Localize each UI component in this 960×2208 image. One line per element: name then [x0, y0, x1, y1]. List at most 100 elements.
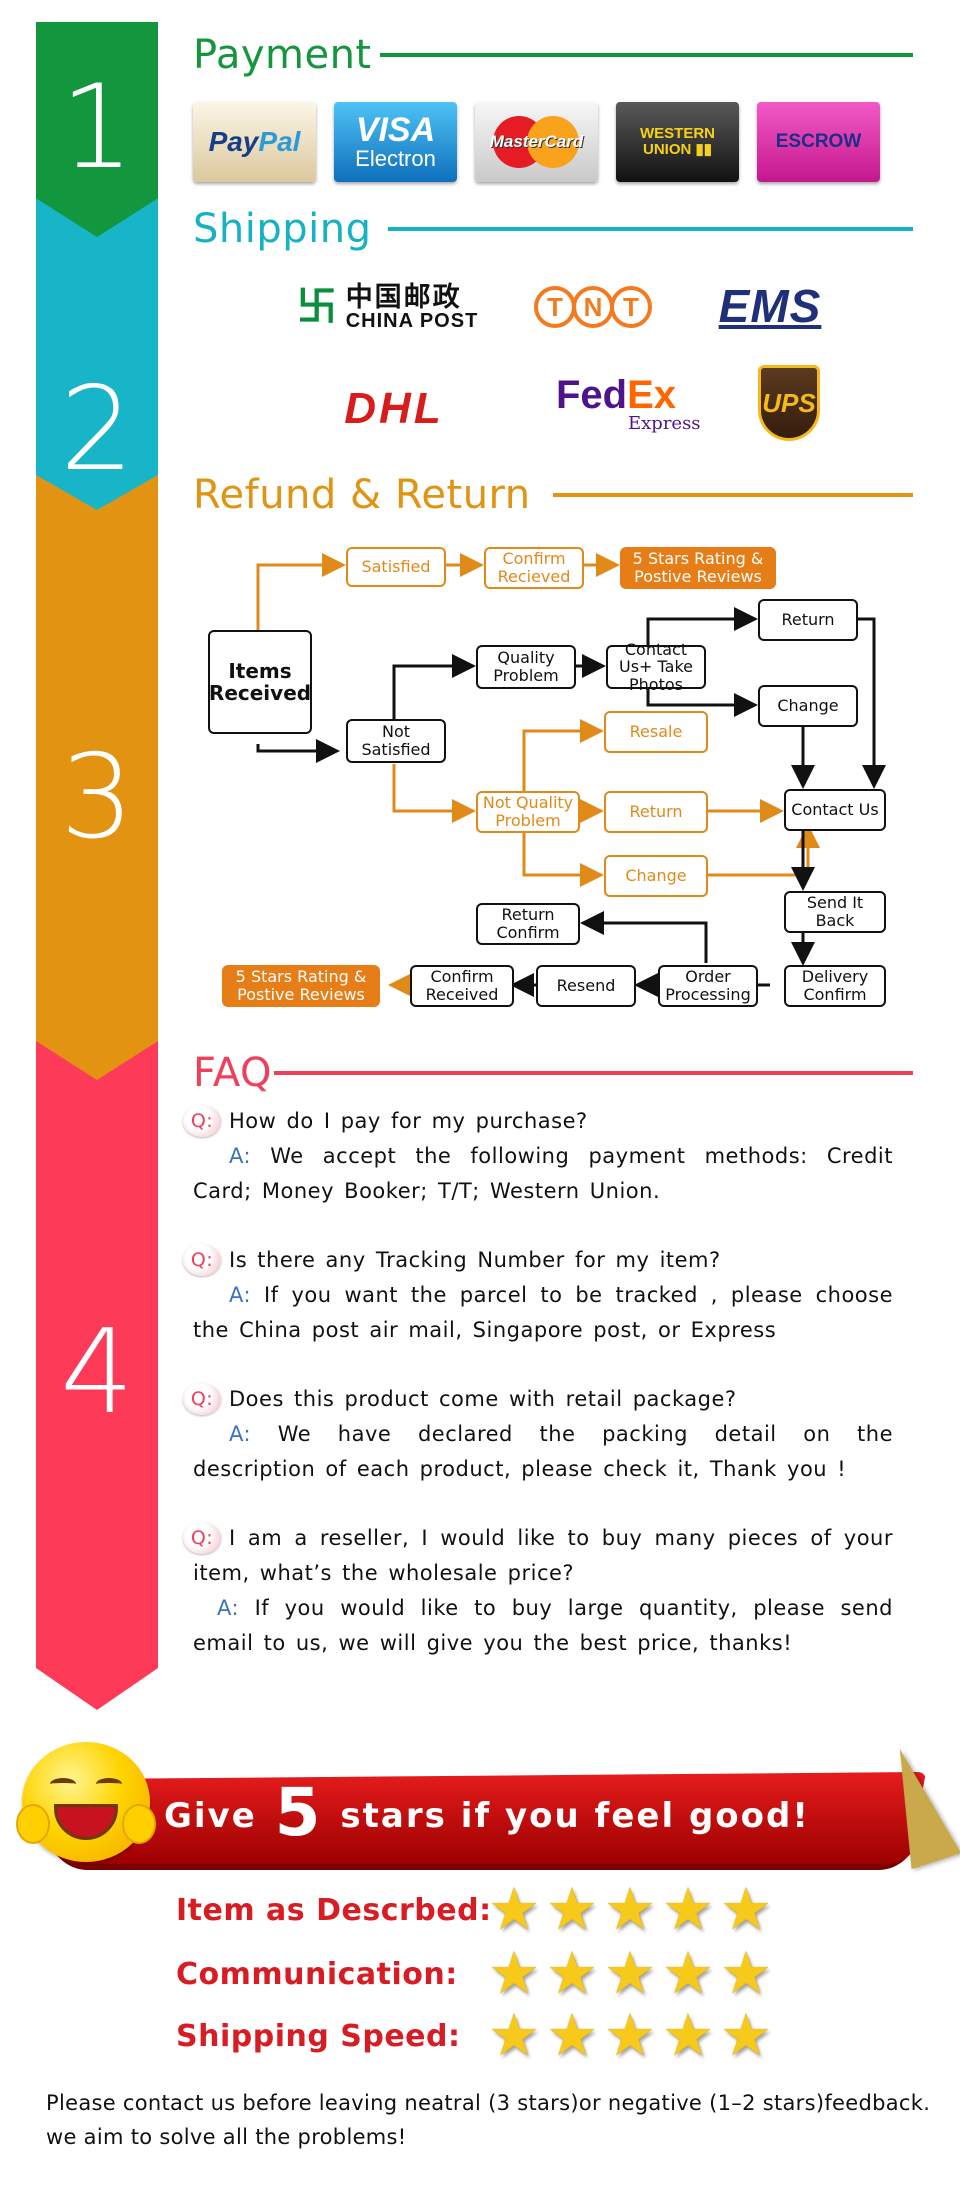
star-icon: ★	[662, 2003, 714, 2068]
flow-return-confirm: Return Confirm	[476, 903, 580, 945]
question-badge: Q:	[183, 1383, 221, 1415]
flow-return-top: Return	[758, 599, 858, 641]
star-icon: ★	[488, 1941, 540, 2006]
shipping-title-text: Shipping	[193, 206, 372, 252]
flowchart-connectors	[256, 553, 886, 997]
dhl-logo-text: DHL	[344, 384, 444, 433]
western-union-text-1: WESTERN	[640, 125, 715, 143]
flow-change-top: Change	[758, 685, 858, 727]
arrow-order-to-returnconfirm	[580, 911, 708, 963]
arrow-return-to-contact-black	[858, 617, 886, 789]
ups-logo: UPS	[754, 362, 824, 444]
escrow-logo-text: ESCROW	[775, 131, 862, 152]
step-number-2: 2	[60, 362, 134, 497]
payment-title: Payment	[193, 32, 913, 78]
star-icon: ★	[488, 1877, 540, 1942]
electron-logo-text: Electron	[355, 145, 436, 171]
flow-not-quality-problem: Not Quality Problem	[476, 791, 580, 833]
tnt-letter-3: T	[610, 286, 652, 328]
question-badge: Q:	[183, 1105, 221, 1137]
star-icon: ★	[604, 1941, 656, 2006]
china-post-logo: 卐 中国邮政 CHINA POST	[286, 282, 486, 332]
star-icon: ★	[662, 1877, 714, 1942]
flow-confirm-received: Confirm Received	[410, 965, 514, 1007]
arrow-photos-to-change	[646, 685, 758, 717]
flow-resale: Resale	[604, 711, 708, 753]
rating-row-item-described: Item as Descrbed: ★★★★★	[176, 1877, 776, 1942]
ups-logo-text: UPS	[762, 387, 816, 418]
question-badge: Q:	[183, 1522, 221, 1554]
faq-title-rule	[273, 1071, 913, 1075]
smiley-mouth	[54, 1804, 118, 1840]
star-icon: ★	[662, 1941, 714, 2006]
fedex-express-logo: FedEx Express	[556, 374, 702, 434]
mastercard-yellow-circle	[527, 116, 579, 168]
arrow-notsatisfied-to-notquality	[392, 764, 476, 823]
flow-order-processing: Order Processing	[658, 965, 758, 1007]
rating-label: Shipping Speed:	[176, 2018, 461, 2054]
refund-return-title-text: Refund & Return	[193, 472, 531, 518]
arrow-notquality-to-resale	[522, 719, 604, 791]
paypal-logo: PayPal	[193, 102, 316, 182]
faq-answer: We accept the following payment methods:…	[193, 1144, 893, 1203]
refund-flowchart: Items Received Satisfied Confirm Recieve…	[200, 535, 900, 1015]
fedex-fed-text: Fed	[556, 373, 628, 417]
shipping-title-rule	[387, 227, 913, 231]
arrow-photos-to-return	[646, 607, 758, 647]
flow-confirm-recieved: Confirm Recieved	[484, 547, 584, 589]
flow-items-received: Items Received	[208, 630, 312, 734]
smiley-left-eye	[50, 1778, 76, 1790]
feedback-notice: Please contact us before leaving neatral…	[46, 2091, 931, 2149]
banner-text-post: stars if you feel good!	[340, 1796, 810, 1836]
flow-quality-problem: Quality Problem	[476, 645, 576, 689]
star-icon: ★	[488, 2003, 540, 2068]
star-icon: ★	[546, 1877, 598, 1942]
faq-question: I am a reseller, I would like to buy man…	[193, 1526, 893, 1585]
paypal-logo-text-2: Pal	[258, 126, 301, 157]
tnt-letter-2: N	[572, 286, 614, 328]
answer-label: A:	[229, 1283, 252, 1307]
faq-answer: We have declared the packing detail on t…	[193, 1422, 893, 1481]
star-rating: ★★★★★	[486, 2003, 774, 2068]
flow-contact-us-take-photos: Contact Us+ Take Photos	[606, 640, 706, 693]
fedex-express-text: Express	[628, 413, 701, 434]
answer-label: A:	[229, 1422, 252, 1446]
flow-delivery-confirm: Delivery Confirm	[784, 965, 886, 1007]
answer-label: A:	[217, 1596, 240, 1620]
flow-5-stars-top: 5 Stars Rating & Postive Reviews	[620, 547, 776, 589]
tnt-letter-1: T	[534, 286, 576, 328]
laughing-smiley-icon	[16, 1742, 156, 1862]
china-post-icon: 卐	[296, 285, 337, 329]
smiley-right-eye	[96, 1778, 122, 1790]
star-rating: ★★★★★	[486, 1877, 774, 1942]
step-ribbon-1: 1	[36, 22, 158, 237]
visa-electron-logo: VISA Electron	[334, 102, 457, 182]
flow-change-bottom: Change	[604, 855, 708, 897]
western-union-text-2: UNION	[642, 141, 692, 158]
star-icon: ★	[604, 1877, 656, 1942]
faq-item: Q: Does this product come with retail pac…	[183, 1382, 893, 1487]
faq-question: Does this product come with retail packa…	[229, 1387, 737, 1411]
arrow-change-to-contact	[708, 824, 820, 877]
escrow-logo: ESCROW	[757, 102, 880, 182]
rating-row-shipping-speed: Shipping Speed: ★★★★★	[176, 2003, 776, 2068]
faq-title-text: FAQ	[193, 1050, 272, 1096]
rating-row-communication: Communication: ★★★★★	[176, 1941, 776, 2006]
faq-answer: If you want the parcel to be tracked , p…	[193, 1283, 893, 1342]
shipping-title: Shipping	[193, 206, 913, 252]
paypal-logo-text-1: Pay	[208, 126, 259, 157]
faq-item: Q:Is there any Tracking Number for my it…	[183, 1243, 893, 1348]
smiley-left-hand	[16, 1804, 50, 1844]
arrow-notsatisfied-to-quality	[392, 654, 476, 719]
mastercard-logo: MasterCard	[475, 102, 598, 182]
flow-satisfied: Satisfied	[346, 547, 446, 587]
star-icon: ★	[546, 1941, 598, 2006]
smiley-right-hand	[122, 1804, 156, 1844]
arrow-items-to-satisfied	[256, 553, 346, 630]
fedex-ex-text: Ex	[627, 373, 677, 417]
faq-question: Is there any Tracking Number for my item…	[229, 1248, 721, 1272]
answer-label: A:	[229, 1144, 252, 1168]
flow-return-mid: Return	[604, 791, 708, 833]
banner-text-pre: Give	[164, 1796, 257, 1836]
